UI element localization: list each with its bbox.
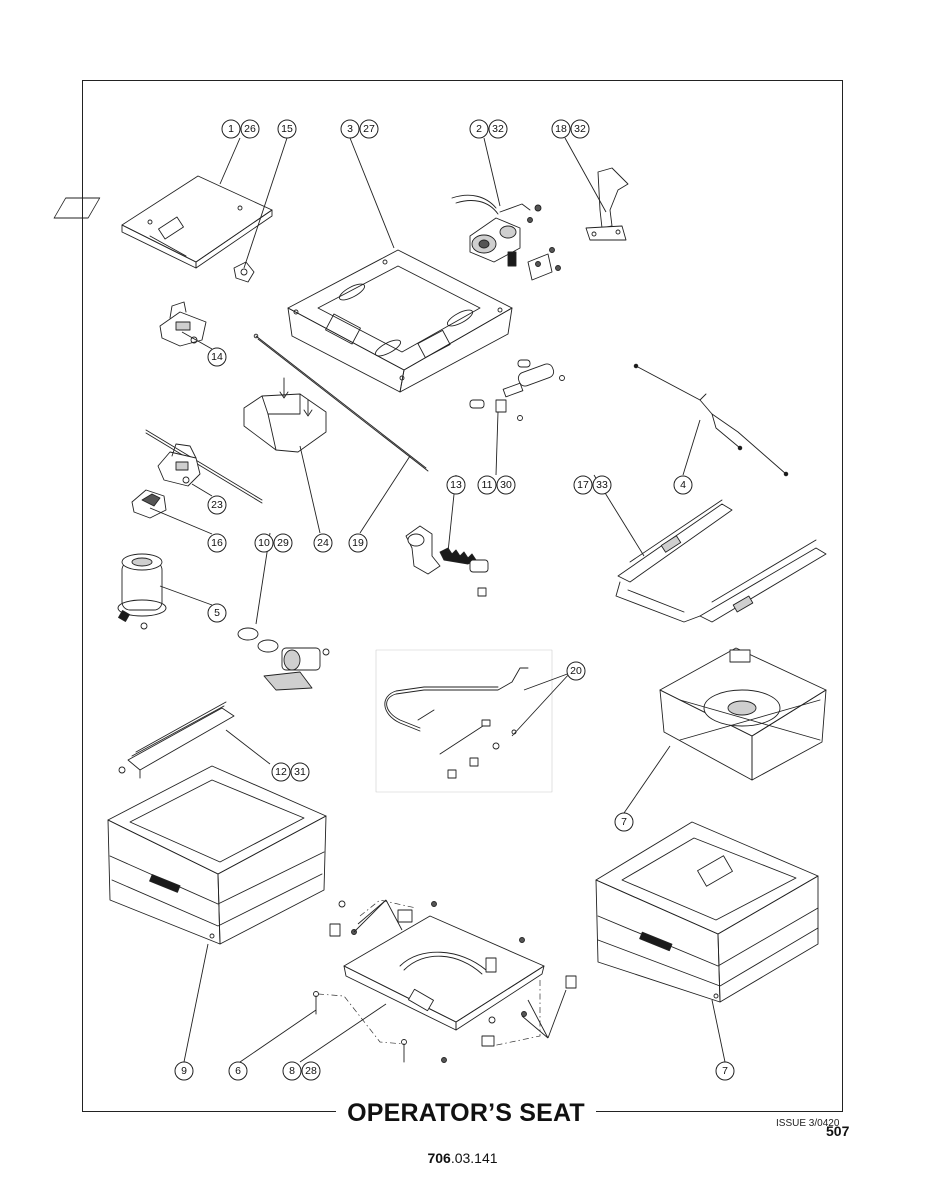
callout-29: 29 [273,533,293,553]
svg-text:33: 33 [596,479,608,491]
svg-text:27: 27 [363,123,375,135]
part-handle [131,489,167,519]
callout-18: 18 [551,119,571,139]
part-base-frame [287,249,513,393]
callout-4: 4 [673,475,693,495]
part-seat-base-assembly [595,821,819,1003]
svg-text:14: 14 [211,351,223,363]
callout-3: 3 [340,119,360,139]
part-cushion-pad [243,377,327,453]
part-rod [253,333,429,472]
callout-12: 12 [271,762,291,782]
part-seat-base-housing [107,765,327,945]
callout-1: 1 [221,119,241,139]
part-valve-assembly [451,194,561,281]
callout-28: 28 [301,1061,321,1081]
callout-23: 23 [207,495,227,515]
svg-text:17: 17 [577,479,589,491]
svg-text:16: 16 [211,537,223,549]
svg-text:11: 11 [482,479,493,491]
svg-text:4: 4 [680,479,686,491]
callout-7-lower: 7 [715,1061,735,1081]
svg-text:7: 7 [621,816,627,828]
part-bracket-15 [233,261,255,283]
callout-33: 33 [592,475,612,495]
callout-27: 27 [359,119,379,139]
callout-11: 11 [477,475,497,495]
dashed-assembly-lines [317,899,541,1047]
part-air-line [375,649,553,793]
page-title-box: OPERATOR’S SEAT [336,1096,596,1130]
svg-text:30: 30 [500,479,512,491]
part-slide-rails [615,499,827,623]
part-wire-harness [633,363,789,477]
callout-8: 8 [282,1061,302,1081]
page-title: OPERATOR’S SEAT [347,1099,585,1127]
svg-text:32: 32 [492,123,504,135]
part-latch [159,301,207,347]
svg-text:32: 32 [574,123,586,135]
document-number: 706.03.141 [0,1150,925,1166]
part-top-plate [53,175,273,269]
svg-text:3: 3 [347,123,353,135]
callout-32-second: 32 [570,119,590,139]
part-suspension [659,647,827,781]
part-lock-assembly [405,525,489,597]
callout-2: 2 [469,119,489,139]
callout-15: 15 [277,119,297,139]
part-air-spring [117,553,167,630]
callout-30: 30 [496,475,516,495]
page-number: 507 [826,1123,850,1139]
callout-7-upper: 7 [614,812,634,832]
document-number-bold: 706 [427,1150,451,1166]
svg-text:29: 29 [277,537,289,549]
document-number-rest: .03.141 [450,1150,498,1166]
svg-text:20: 20 [570,665,582,677]
svg-text:7: 7 [722,1065,728,1077]
svg-text:28: 28 [305,1065,317,1077]
svg-text:12: 12 [275,766,287,778]
callout-24: 24 [313,533,333,553]
callout-31: 31 [290,762,310,782]
callout-20: 20 [566,661,586,681]
svg-text:10: 10 [258,537,270,549]
callout-6: 6 [228,1061,248,1081]
callout-9: 9 [174,1061,194,1081]
svg-text:26: 26 [244,123,256,135]
callout-10: 10 [254,533,274,553]
callout-5: 5 [207,603,227,623]
part-mounting-plate [313,900,577,1063]
callout-17: 17 [573,475,593,495]
svg-text:23: 23 [211,499,223,511]
svg-text:19: 19 [352,537,364,549]
svg-text:6: 6 [235,1065,241,1077]
callout-16: 16 [207,533,227,553]
callout-26: 26 [240,119,260,139]
part-gas-spring [469,359,565,421]
part-strap-bracket [585,167,629,241]
svg-text:18: 18 [555,123,567,135]
part-fitting-valve [237,627,330,691]
svg-text:5: 5 [214,607,220,619]
part-bellows [118,701,235,779]
svg-text:13: 13 [450,479,462,491]
svg-text:15: 15 [281,123,293,135]
svg-text:1: 1 [228,123,234,135]
svg-text:8: 8 [289,1065,295,1077]
callout-14: 14 [207,347,227,367]
callout-13: 13 [446,475,466,495]
callout-32: 32 [488,119,508,139]
svg-text:24: 24 [317,537,329,549]
issue-label: ISSUE 3/0420 [776,1118,840,1129]
svg-text:2: 2 [476,123,482,135]
svg-text:9: 9 [181,1065,187,1077]
leader-lines [149,137,726,1063]
svg-text:31: 31 [294,766,306,778]
part-lever [145,429,263,504]
callout-19: 19 [348,533,368,553]
